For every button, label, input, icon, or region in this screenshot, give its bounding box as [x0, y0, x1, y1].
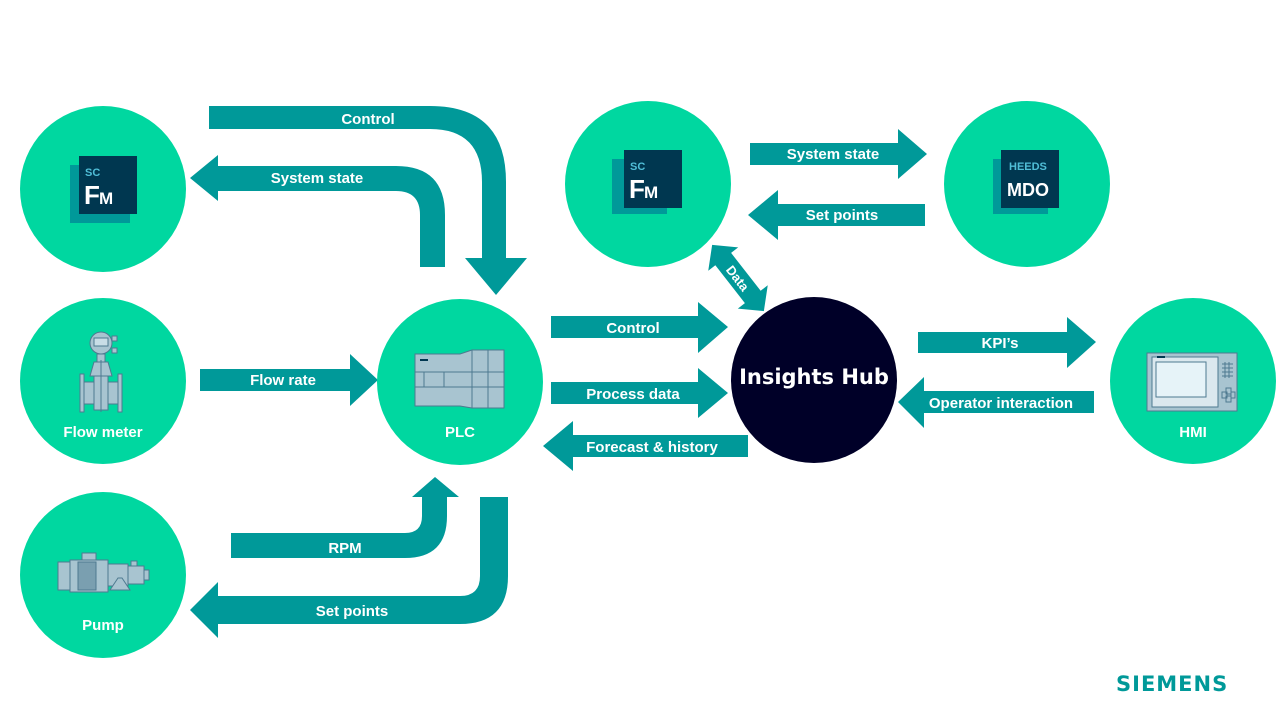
node-insights-hub[interactable]: Insights Hub: [731, 297, 897, 463]
svg-text:HEEDS: HEEDS: [1009, 161, 1047, 173]
node-label: Flow meter: [63, 424, 142, 441]
arrow-process-data: Process data: [551, 368, 728, 418]
svg-text:M: M: [99, 189, 113, 208]
svg-text:F: F: [84, 180, 100, 210]
node-label: HMI: [1179, 424, 1207, 441]
svg-text:F: F: [629, 174, 645, 204]
heeds-mdo-logo-icon: HEEDS MDO: [993, 150, 1059, 214]
arrow-set-points-to-pump: Set points: [190, 497, 508, 638]
node-hmi[interactable]: HMI: [1110, 298, 1276, 464]
node-pump[interactable]: Pump: [20, 492, 186, 658]
svg-text:MDO: MDO: [1007, 180, 1049, 200]
arrow-label: Control: [606, 320, 659, 337]
node-sc-fm-left[interactable]: SC F M: [20, 106, 186, 272]
svg-text:SC: SC: [630, 161, 645, 173]
pump-icon: [57, 552, 150, 593]
arrow-forecast-history: Forecast & history: [543, 421, 748, 471]
arrow-control-to-plc: Control: [209, 106, 527, 295]
arrow-rpm: RPM: [231, 477, 459, 558]
arrow-kpis: KPI’s: [918, 317, 1096, 368]
node-plc[interactable]: PLC: [377, 299, 543, 465]
plc-icon: [414, 349, 505, 409]
simcenter-flomaster-logo-icon: SC F M: [612, 150, 682, 214]
arrow-label: KPI’s: [982, 335, 1019, 352]
arrow-set-points-to-scfm: Set points: [748, 190, 925, 240]
node-flow-meter[interactable]: Flow meter: [20, 298, 186, 464]
node-heeds-mdo[interactable]: HEEDS MDO: [944, 101, 1110, 267]
hmi-panel-icon: [1146, 352, 1238, 412]
node-label: Insights Hub: [739, 365, 889, 389]
arrow-system-state-to-heeds: System state: [750, 129, 927, 179]
simcenter-flomaster-logo-icon: SC F M: [70, 156, 137, 223]
arrow-system-state-to-scfm: System state: [190, 155, 445, 267]
arrow-label: Set points: [806, 207, 879, 224]
arrow-data: Data: [708, 244, 768, 312]
arrow-label: System state: [787, 146, 880, 163]
arrow-label: System state: [271, 170, 364, 187]
arrow-label: Flow rate: [250, 372, 316, 389]
arrow-label: RPM: [328, 540, 361, 557]
node-label: PLC: [445, 424, 475, 441]
svg-text:M: M: [644, 183, 658, 202]
siemens-logo: SIEMENS: [1116, 672, 1228, 696]
arrow-label: Control: [341, 111, 394, 128]
svg-text:SC: SC: [85, 167, 100, 179]
arrow-operator-interaction: Operator interaction: [898, 377, 1094, 428]
arrow-label: Set points: [316, 603, 389, 620]
arrow-flow-rate: Flow rate: [200, 354, 378, 406]
flow-meter-icon: [79, 331, 123, 413]
arrow-control-to-hub: Control: [551, 302, 728, 353]
arrow-label: Process data: [586, 386, 680, 403]
arrow-label: Forecast & history: [586, 439, 718, 456]
node-sc-fm-right[interactable]: SC F M: [565, 101, 731, 267]
arrow-label: Operator interaction: [929, 395, 1073, 412]
node-label: Pump: [82, 617, 124, 634]
